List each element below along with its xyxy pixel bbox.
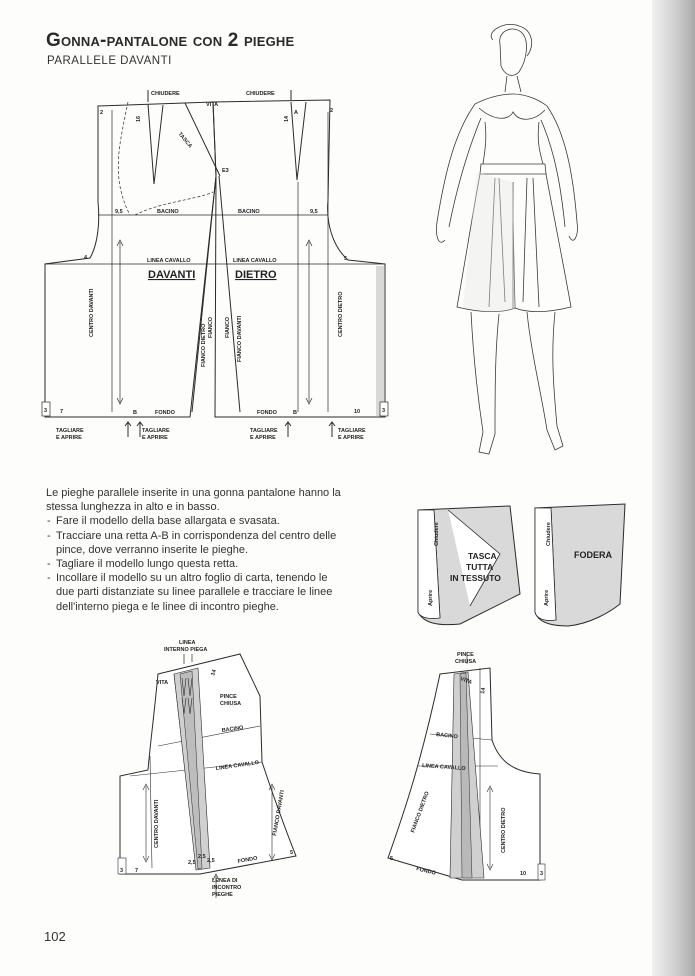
- label-tagliare-1: TAGLIARE: [56, 428, 84, 434]
- label-b-front: B: [133, 410, 137, 416]
- label-10-back-piece: 10: [520, 871, 526, 877]
- step-item: Fare il modello della base allargata e s…: [46, 514, 346, 528]
- label-fondo-back-piece: FONDO: [416, 866, 437, 877]
- label-fianco-davanti: FIANCO DAVANTI: [237, 315, 243, 362]
- fashion-figure-illustration: [436, 24, 578, 455]
- label-dietro: DIETRO: [235, 269, 277, 281]
- page-subtitle: Parallele davanti: [47, 55, 172, 67]
- label-vita: VITA: [206, 102, 218, 108]
- label-fodera: FODERA: [574, 550, 613, 560]
- label-25-c: 2,5: [207, 858, 215, 864]
- label-lenea-di: LENEA DI: [212, 878, 238, 884]
- label-chiudere-fodera: Chiudere: [546, 522, 552, 546]
- label-fianco-right: FIANCO: [225, 316, 231, 338]
- label-tagliare-3: TAGLIARE: [250, 428, 278, 434]
- label-10: 10: [354, 409, 360, 415]
- label-25-a: 2,5: [188, 860, 196, 866]
- label-14-front-piece: 14: [210, 668, 218, 677]
- label-b-back: B: [293, 410, 297, 416]
- label-linea-cavallo-back: LINEA CAVALLO: [233, 258, 277, 264]
- label-14-back-piece: 14: [480, 686, 487, 694]
- label-tasca-3: IN TESSUTO: [450, 573, 501, 583]
- label-chiudere-right: CHIUDERE: [246, 91, 275, 97]
- label-bacino-back: BACINO: [238, 209, 260, 215]
- label-5-front-piece: 5: [290, 850, 293, 856]
- label-tasca: TASCA: [176, 131, 193, 149]
- label-centro-dietro: CENTRO DIETRO: [338, 291, 344, 337]
- label-linea-cavallo-front: LINEA CAVALLO: [147, 258, 191, 264]
- step-item: Tracciare una retta A-B in corrispondenz…: [46, 529, 346, 557]
- label-tagliare-2: TAGLIARE: [142, 428, 170, 434]
- label-cavallo-back-piece: LINEA CAVALLO: [422, 763, 467, 772]
- label-2-right: 2: [330, 108, 333, 114]
- label-fondo-front: FONDO: [155, 410, 176, 416]
- label-tagliare-4: TAGLIARE: [338, 428, 366, 434]
- label-chiusa-back: CHIUSA: [455, 659, 476, 665]
- label-16: 16: [136, 116, 142, 122]
- label-vita-back: VITA: [459, 676, 472, 686]
- label-fondo-front-piece: FONDO: [237, 855, 258, 864]
- step-item: Incollare il modello su un altro foglio …: [46, 571, 346, 614]
- label-chiudere-left: CHIUDERE: [151, 91, 180, 97]
- label-3-left: 3: [44, 408, 47, 414]
- label-7: 7: [60, 409, 63, 415]
- label-7-front-piece: 7: [135, 868, 138, 874]
- label-interno-piega: INTERNO PIEGA: [164, 647, 207, 653]
- label-bacino-front-piece: BACINO: [221, 725, 244, 734]
- intro-paragraph: Le pieghe parallele inserite in una gonn…: [46, 487, 341, 514]
- instructions-text: Le pieghe parallele inserite in una gonn…: [46, 486, 346, 614]
- label-chiusa: CHIUSA: [220, 701, 241, 707]
- label-pieghe: PIEGHE: [212, 892, 233, 898]
- label-3-right: 3: [382, 408, 385, 414]
- label-14: 14: [284, 115, 290, 122]
- pocket-pieces-diagram: Chiudere Aprire TASCA TUTTA IN TESSUTO C…: [417, 503, 626, 627]
- page-number: 102: [44, 929, 66, 944]
- label-95-left: 9,5: [115, 209, 123, 215]
- label-tasca-2: TUTTA: [466, 562, 493, 572]
- label-aprire-2: E APRIRE: [142, 435, 168, 441]
- label-3-back-piece: 3: [540, 871, 543, 877]
- label-bacino-front: BACINO: [157, 209, 179, 215]
- label-centro-davanti: CENTRO DAVANTI: [89, 288, 95, 337]
- label-5-back-piece: 5: [390, 856, 393, 862]
- label-aprire-fodera: Aprire: [544, 590, 550, 606]
- label-fondo-back: FONDO: [257, 410, 278, 416]
- main-pattern-diagram: CHIUDERE CHIUDERE VITA TASCA E3 BACINO B…: [41, 90, 389, 441]
- label-incontro: INCONTRO: [212, 885, 242, 891]
- label-vita-front: VITA: [156, 680, 168, 686]
- label-4: 4: [84, 255, 88, 261]
- steps-list: Fare il modello della base allargata e s…: [46, 514, 346, 613]
- label-tasca-1: TASCA: [468, 551, 497, 561]
- label-25-b: 2,5: [198, 854, 206, 860]
- label-aprire-4: E APRIRE: [338, 435, 364, 441]
- label-pince-back: PINCE: [457, 652, 474, 658]
- label-centro-dietro-piece: CENTRO DIETRO: [501, 807, 507, 853]
- page-title: Gonna-pantalone con 2 pieghe: [46, 30, 295, 51]
- label-davanti: DAVANTI: [148, 269, 195, 281]
- label-a: A: [294, 110, 298, 116]
- label-chiudere-pocket: Chiudere: [434, 522, 440, 546]
- label-bacino-back-piece: BACINO: [436, 732, 459, 740]
- page-gutter-shadow: [652, 0, 695, 976]
- label-aprire-3: E APRIRE: [250, 435, 276, 441]
- front-outline: [44, 101, 217, 418]
- label-fianco-dietro: FIANCO DIETRO: [201, 323, 207, 367]
- front-piece-diagram: LINEA INTERNO PIEGA VITA PINCE CHIUSA BA…: [117, 640, 297, 898]
- label-e3: E3: [222, 168, 229, 174]
- label-pince: PINCE: [220, 694, 237, 700]
- label-aprire-1: E APRIRE: [56, 435, 82, 441]
- step-item: Tagliare il modello lungo questa retta.: [46, 557, 346, 571]
- label-3-front-piece: 3: [120, 868, 123, 874]
- label-fianco-left: FIANCO: [208, 316, 214, 338]
- label-2-left: 2: [100, 110, 103, 116]
- label-95-right: 9,5: [310, 209, 318, 215]
- back-piece-diagram: PINCE CHIUSA VITA BACINO LINEA CAVALLO F…: [387, 652, 546, 881]
- label-5: 5: [344, 256, 347, 262]
- label-aprire-pocket: Aprire: [428, 590, 434, 606]
- label-centro-davanti-piece: CENTRO DAVANTI: [154, 799, 160, 848]
- label-linea: LINEA: [179, 640, 196, 646]
